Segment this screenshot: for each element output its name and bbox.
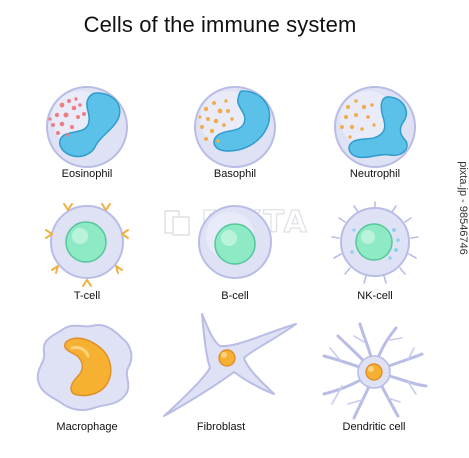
basophil-icon — [194, 86, 276, 168]
macrophage-icon — [36, 324, 133, 411]
cell-label: Eosinophil — [61, 168, 113, 180]
cell-dendritic-cell: Dendritic cell — [304, 314, 434, 454]
cell-label: Neutrophil — [349, 168, 401, 180]
cell-t-cell: T-cell — [22, 200, 152, 340]
cell-macrophage: Macrophage — [22, 318, 152, 458]
cell-eosinophil: Eosinophil — [22, 75, 152, 215]
cell-label: B-cell — [221, 290, 249, 302]
cell-label: Dendritic cell — [342, 421, 406, 433]
neutrophil-icon — [334, 86, 416, 168]
dendritic-cell-icon — [322, 322, 428, 420]
cell-label: NK-cell — [357, 290, 393, 302]
cell-label: T-cell — [73, 290, 101, 302]
cell-basophil: Basophil — [170, 75, 300, 215]
t-cell-icon — [45, 203, 129, 287]
nk-cell-icon — [331, 201, 419, 284]
cell-neutrophil: Neutrophil — [310, 75, 440, 215]
page-title: Cells of the immune system — [83, 12, 357, 37]
cell-nk-cell: NK-cell — [310, 200, 440, 340]
cell-label: Macrophage — [56, 421, 118, 433]
fibroblast-icon — [163, 313, 297, 417]
cell-b-cell: B-cell — [170, 200, 300, 340]
eosinophil-icon — [46, 86, 128, 168]
side-credit-text: pixta.jp - 98546746 — [457, 161, 469, 255]
cell-label: Fibroblast — [196, 421, 246, 433]
b-cell-icon — [198, 205, 272, 279]
side-credit: pixta.jp - 98546746 — [456, 108, 469, 308]
cell-label: Basophil — [213, 168, 257, 180]
cell-fibroblast: Fibroblast — [156, 312, 297, 452]
